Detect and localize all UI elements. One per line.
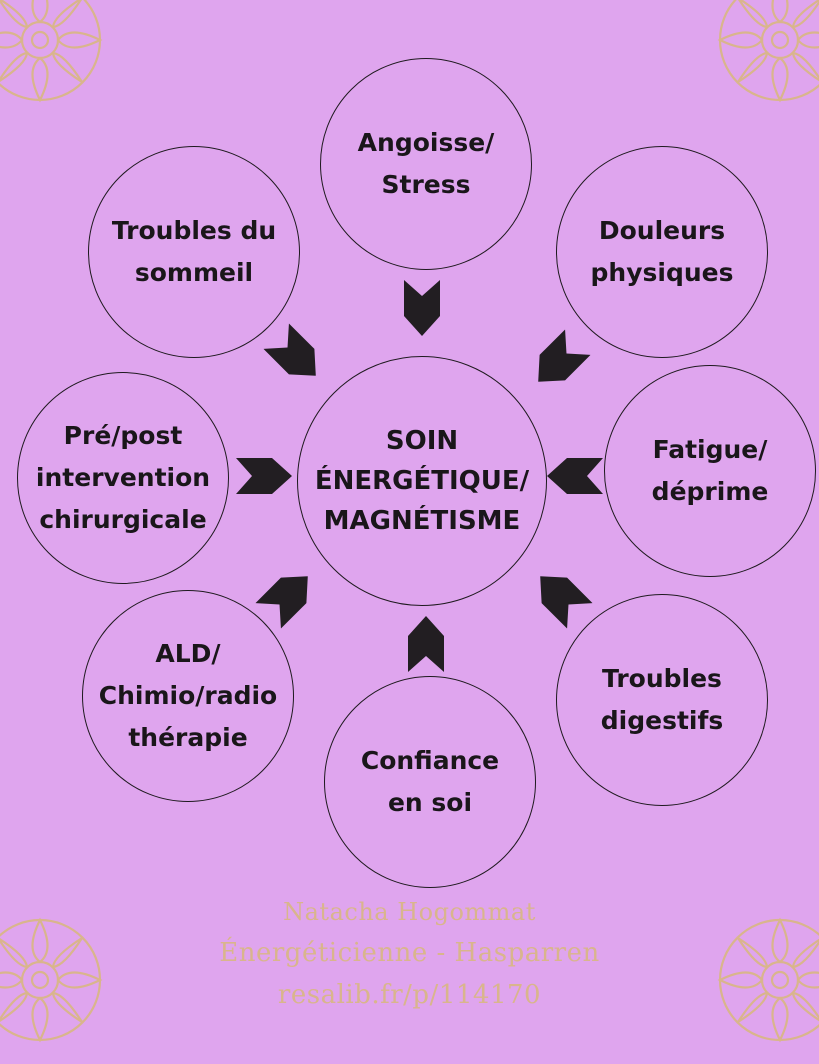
center-circle: SOIN ÉNERGÉTIQUE/ MAGNÉTISME (297, 356, 547, 606)
node-label: Troubles digestifs (600, 664, 724, 735)
footer-link: resalib.fr/p/114170 (277, 980, 542, 1010)
chevron-arrow-icon (236, 448, 292, 504)
chevron-arrow-icon (256, 316, 335, 395)
node-angoisse-stress: Angoisse/ Stress (320, 58, 532, 270)
node-douleurs-physiques: Douleurs physiques (556, 146, 768, 358)
node-troubles-du-sommeil: Troubles du sommeil (88, 146, 300, 358)
mandala-ornament-top-right (700, 0, 819, 120)
mandala-ornament-top-left (0, 0, 120, 120)
chevron-arrow-icon (398, 616, 454, 672)
node-label: Angoisse/ Stress (357, 128, 495, 199)
footer-role: Énergéticienne - Hasparren (219, 938, 600, 968)
node-label: Pré/post intervention chirurgicale (35, 421, 211, 534)
node-label: Douleurs physiques (590, 216, 734, 287)
node-label: Troubles du sommeil (111, 216, 277, 287)
center-label: SOIN ÉNERGÉTIQUE/ MAGNÉTISME (314, 426, 530, 536)
footer-name: Natacha Hogommat (283, 898, 536, 926)
node-ald-chimio-radiotherapie: ALD/ Chimio/radio thérapie (82, 590, 294, 802)
node-label: ALD/ Chimio/radio thérapie (98, 639, 278, 752)
chevron-arrow-icon (394, 280, 450, 336)
node-troubles-digestifs: Troubles digestifs (556, 594, 768, 806)
node-pre-post-intervention: Pré/post intervention chirurgicale (17, 372, 229, 584)
node-label: Confiance en soi (360, 746, 500, 817)
node-fatigue-deprime: Fatigue/ déprime (604, 365, 816, 577)
chevron-arrow-icon (518, 322, 597, 401)
node-label: Fatigue/ déprime (651, 435, 769, 506)
chevron-arrow-icon (248, 556, 327, 635)
node-confiance-en-soi: Confiance en soi (324, 676, 536, 888)
chevron-arrow-icon (547, 448, 603, 504)
chevron-arrow-icon (520, 556, 599, 635)
